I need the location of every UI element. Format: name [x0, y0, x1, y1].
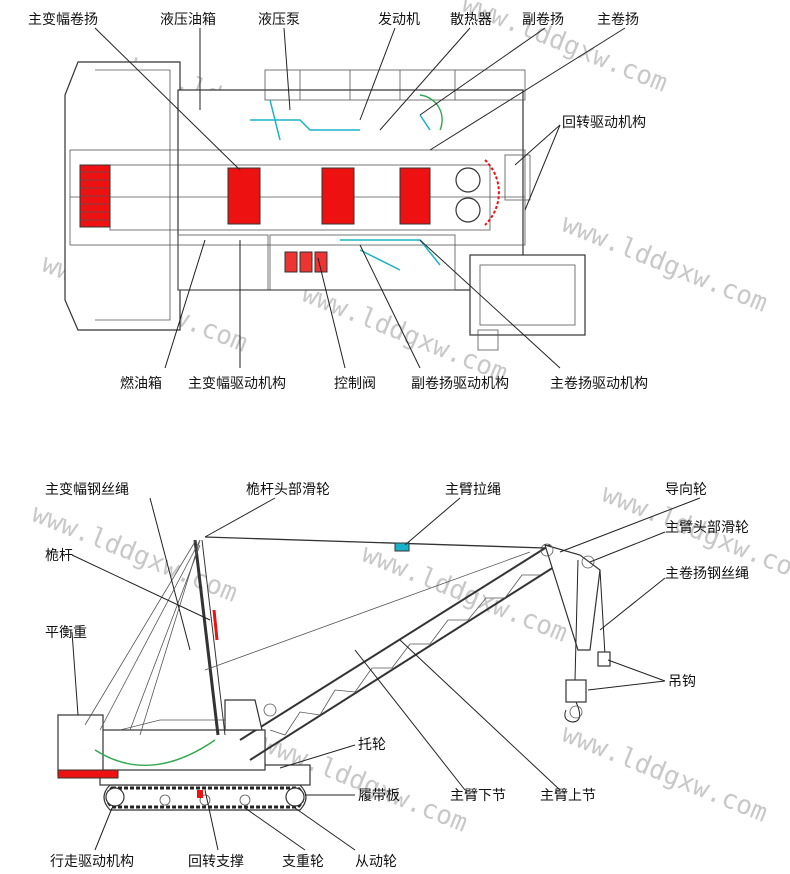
- watermark-7: www.lddgxw.com: [357, 539, 571, 649]
- top-main-winch-drum: [399, 167, 431, 225]
- label-slew-drive: 回转驱动机构: [562, 115, 646, 131]
- side-counterweight: [57, 714, 104, 776]
- top-counterweight: [64, 61, 181, 331]
- top-aux-winch-drum: [321, 167, 355, 225]
- top-labels: 主变幅卷扬 液压油箱 液压泵 发动机 散热器 副卷扬 主卷扬 回转驱动机构 燃油…: [28, 12, 648, 392]
- label-counterweight: 平衡重: [45, 625, 87, 641]
- label-boom-head-sheave: 主臂头部滑轮: [665, 519, 749, 536]
- label-main-luffing-drive: 主变幅驱动机构: [188, 376, 286, 392]
- label-aux-winch: 副卷扬: [522, 12, 564, 28]
- label-main-luffing-rope: 主变幅钢丝绳: [45, 482, 129, 498]
- label-hook: 吊钩: [668, 674, 696, 690]
- top-slew-gear-2: [455, 197, 481, 223]
- label-hydraulic-tank: 液压油箱: [160, 12, 216, 28]
- label-control-valve: 控制阀: [334, 376, 376, 392]
- top-cab: [469, 254, 586, 336]
- label-boom-lower-section: 主臂下节: [450, 788, 506, 804]
- side-cab: [224, 699, 263, 731]
- label-track-shoe: 履带板: [358, 788, 400, 804]
- label-fuel-tank: 燃油箱: [120, 375, 162, 392]
- label-carrier-roller: 托轮: [358, 737, 386, 753]
- top-view: [64, 61, 586, 351]
- top-slew-gear-1: [455, 167, 481, 193]
- top-callouts: [94, 27, 626, 369]
- side-house: [99, 729, 266, 771]
- top-main-luffing-drum: [227, 167, 261, 225]
- label-main-winch: 主卷扬: [597, 12, 639, 28]
- side-hook-block-small: [597, 651, 611, 667]
- label-mast: 桅杆: [45, 547, 73, 564]
- watermark-5: www.lddgxw.com: [557, 209, 771, 319]
- label-main-hoist-rope: 主卷扬钢丝绳: [665, 566, 749, 582]
- side-hook-block: [565, 679, 587, 703]
- label-boom-upper-section: 主臂上节: [540, 788, 596, 804]
- label-slewing-bearing: 回转支撑: [188, 854, 244, 870]
- label-guide-sheave: 导向轮: [665, 482, 707, 498]
- label-main-luffing-winch: 主变幅卷扬: [28, 12, 98, 28]
- side-crawler-track: [103, 784, 307, 811]
- label-aux-winch-drive: 副卷扬驱动机构: [411, 376, 509, 392]
- label-engine: 发动机: [378, 12, 420, 28]
- label-track-roller: 支重轮: [282, 854, 324, 870]
- side-labels: 主变幅钢丝绳 桅杆头部滑轮 主臂拉绳 导向轮 主臂头部滑轮 主卷扬钢丝绳 桅杆 …: [45, 481, 749, 870]
- label-travel-drive: 行走驱动机构: [50, 854, 134, 870]
- label-main-winch-drive: 主卷扬驱动机构: [550, 376, 648, 392]
- label-mast-head-sheave: 桅杆头部滑轮: [246, 481, 330, 498]
- side-view: [57, 536, 611, 811]
- label-radiator: 散热器: [450, 12, 492, 28]
- label-hydraulic-pump: 液压泵: [258, 12, 300, 28]
- label-boom-pendant: 主臂拉绳: [445, 482, 501, 498]
- side-callouts: [71, 497, 701, 851]
- side-boom-head: [544, 544, 601, 651]
- label-idler: 从动轮: [355, 854, 397, 870]
- watermark-10: www.lddgxw.com: [557, 719, 771, 829]
